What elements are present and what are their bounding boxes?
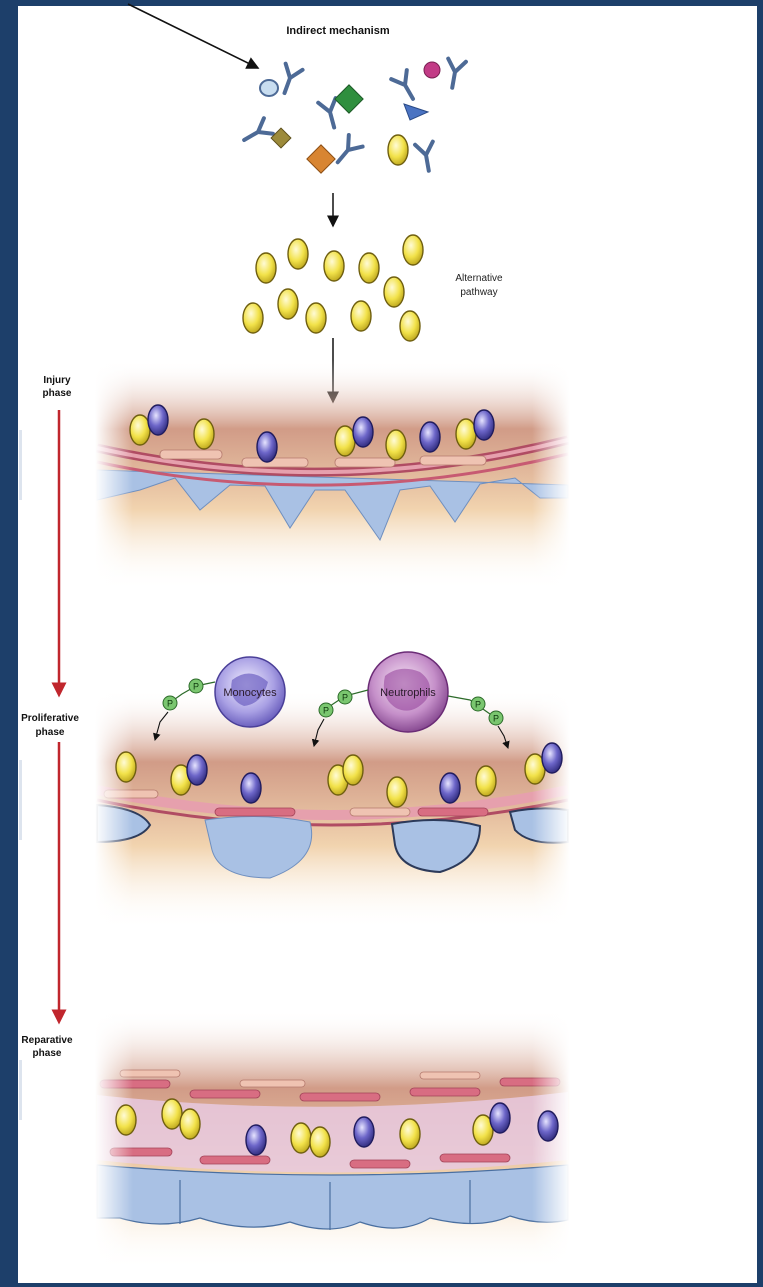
injury-label-2: phase — [43, 388, 72, 399]
complement-cluster — [243, 235, 423, 341]
yellow-cell — [388, 135, 408, 165]
blue-cell — [354, 1117, 374, 1147]
p-badge: P — [163, 696, 177, 710]
yellow-cell — [194, 419, 214, 449]
blue-cell — [246, 1125, 266, 1155]
svg-text:P: P — [323, 706, 329, 716]
svg-text:P: P — [167, 699, 173, 709]
yellow-cell — [243, 303, 263, 333]
yellow-cell — [116, 1105, 136, 1135]
proliferative-label-1: Proliferative — [21, 713, 79, 724]
yellow-cell — [359, 253, 379, 283]
blue-cell — [241, 773, 261, 803]
yellow-cell — [288, 239, 308, 269]
title-label: Indirect mechanism — [286, 25, 390, 37]
yellow-cell — [256, 253, 276, 283]
yellow-cell — [310, 1127, 330, 1157]
blue-cell — [187, 755, 207, 785]
svg-text:P: P — [493, 714, 499, 724]
yellow-cell — [456, 419, 476, 449]
proliferative-label-2: phase — [36, 727, 65, 738]
blue-antigen-icon — [404, 104, 428, 120]
yellow-cell — [291, 1123, 311, 1153]
yellow-cell — [400, 1119, 420, 1149]
yellow-cell — [384, 277, 404, 307]
yellow-cell — [400, 311, 420, 341]
antibody-complex-cluster — [240, 59, 466, 174]
p-badge: P — [189, 679, 203, 693]
antibody-icon — [443, 59, 466, 90]
blue-cell — [148, 405, 168, 435]
blue-cell — [490, 1103, 510, 1133]
blue-cell — [538, 1111, 558, 1141]
yellow-cell — [403, 235, 423, 265]
injury-tissue — [95, 360, 570, 590]
entry-arrow — [128, 4, 258, 68]
p-badge: P — [471, 697, 485, 711]
pink-antigen-icon — [424, 62, 440, 78]
antigen-icon — [260, 80, 278, 96]
reparative-label-1: Reparative — [21, 1035, 73, 1046]
neutrophils-label: Neutrophils — [380, 687, 436, 699]
blue-cell — [542, 743, 562, 773]
yellow-cell — [306, 303, 326, 333]
blue-cell — [257, 432, 277, 462]
alternative-label-2: pathway — [460, 287, 497, 298]
injury-label-1: Injury — [43, 375, 71, 386]
svg-text:P: P — [193, 682, 199, 692]
green-antigen-icon — [335, 85, 363, 113]
yellow-cell — [476, 766, 496, 796]
alternative-label-1: Alternative — [455, 273, 503, 284]
monocyte-cell: Monocytes — [215, 657, 285, 727]
olive-antigen-icon — [271, 128, 291, 148]
orange-antigen-icon — [307, 145, 335, 173]
antibody-icon — [276, 64, 302, 96]
yellow-cell — [351, 301, 371, 331]
antibody-icon — [331, 135, 363, 168]
proliferative-tissue — [95, 690, 570, 930]
blue-cell — [420, 422, 440, 452]
yellow-cell — [162, 1099, 182, 1129]
edge-marks — [19, 430, 22, 1120]
antibody-icon — [415, 142, 438, 173]
svg-text:P: P — [475, 700, 481, 710]
p-badge: P — [319, 703, 333, 717]
blue-cell — [474, 410, 494, 440]
antibody-icon — [391, 70, 421, 103]
p-badge: P — [338, 690, 352, 704]
svg-text:P: P — [342, 693, 348, 703]
p-badge: P — [489, 711, 503, 725]
blue-cell — [353, 417, 373, 447]
yellow-cell — [180, 1109, 200, 1139]
yellow-cell — [335, 426, 355, 456]
yellow-cell — [387, 777, 407, 807]
yellow-cell — [324, 251, 344, 281]
yellow-cell — [343, 755, 363, 785]
yellow-cell — [278, 289, 298, 319]
monocytes-label: Monocytes — [223, 687, 277, 699]
yellow-cell — [116, 752, 136, 782]
yellow-cell — [386, 430, 406, 460]
antibody-icon — [240, 118, 273, 148]
blue-cell — [440, 773, 460, 803]
yellow-cell — [130, 415, 150, 445]
neutrophil-cell: Neutrophils — [368, 652, 448, 732]
reparative-label-2: phase — [33, 1048, 62, 1059]
reparative-tissue — [95, 1010, 570, 1270]
